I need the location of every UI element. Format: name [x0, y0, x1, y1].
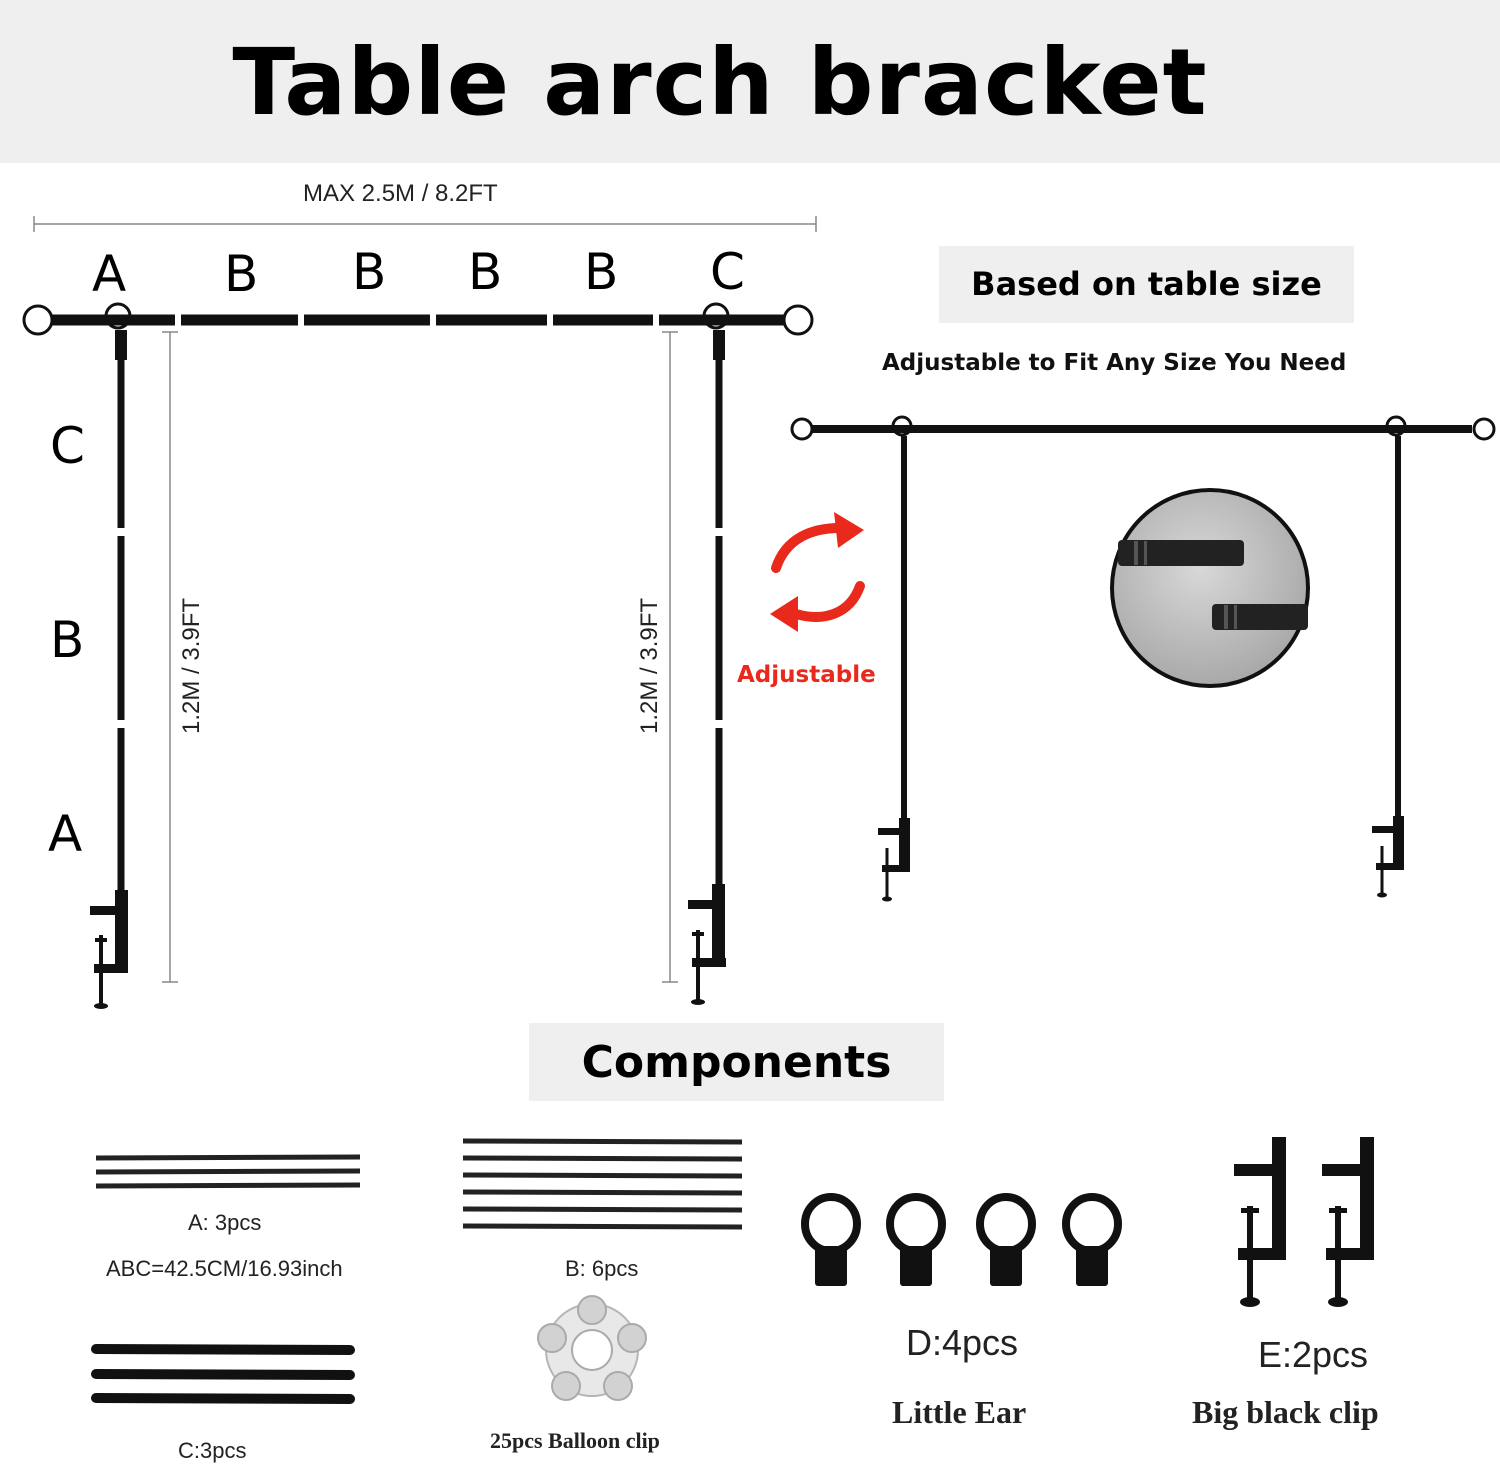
side-letter-c: C: [50, 417, 85, 475]
top-letter-c: C: [710, 243, 745, 301]
abc-size-label: ABC=42.5CM/16.93inch: [106, 1256, 343, 1281]
side-letter-b: B: [50, 611, 85, 669]
top-letter-b1: B: [224, 245, 259, 303]
table-size-badge: Based on table size: [939, 246, 1354, 323]
part-a-label: A: 3pcs: [188, 1210, 262, 1235]
part-c-label: C:3pcs: [178, 1438, 247, 1463]
header-banner: Table arch bracket: [0, 0, 1500, 163]
part-b-label: B: 6pcs: [565, 1256, 639, 1281]
part-d-name: Little Ear: [892, 1394, 1027, 1430]
adjustable-subtitle: Adjustable to Fit Any Size You Need: [882, 350, 1347, 376]
part-d-label: D:4pcs: [906, 1322, 1019, 1363]
balloon-clip-label: 25pcs Balloon clip: [490, 1428, 660, 1453]
max-width-label: MAX 2.5M / 8.2FT: [303, 180, 498, 207]
part-e-name: Big black clip: [1192, 1394, 1379, 1430]
adjustable-label: Adjustable: [737, 662, 876, 688]
part-e-label: E:2pcs: [1258, 1334, 1369, 1375]
side-letter-a: A: [48, 805, 83, 863]
page-title: Table arch bracket: [232, 29, 1208, 136]
top-letter-b4: B: [584, 243, 619, 301]
top-letter-b2: B: [352, 243, 387, 301]
components-heading: Components: [529, 1023, 944, 1101]
top-letter-b3: B: [468, 243, 503, 301]
top-letter-a: A: [92, 245, 127, 303]
